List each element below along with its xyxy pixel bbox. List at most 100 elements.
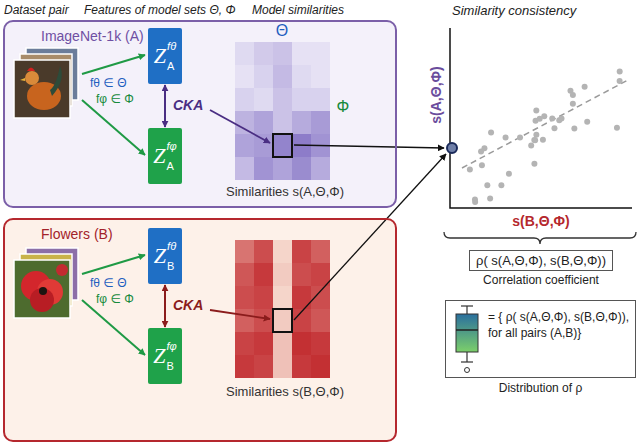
heatmap-cell bbox=[254, 355, 273, 378]
scatter-point bbox=[484, 182, 490, 188]
heatmap-cell bbox=[235, 332, 254, 355]
heatmap-cell bbox=[254, 88, 273, 111]
highlight-cell bbox=[273, 309, 292, 332]
heatmap-label: Similarities s(A,Θ,Φ) bbox=[226, 184, 344, 199]
scatter-point bbox=[528, 142, 534, 148]
subscript: B bbox=[167, 361, 177, 372]
column-heading: Similarity consistency bbox=[452, 3, 576, 18]
formula: ρ( s(A,Θ,Φ), s(B,Θ,Φ)) bbox=[476, 253, 606, 268]
heatmap-grid bbox=[235, 42, 330, 180]
heatmap-cell bbox=[235, 88, 254, 111]
feature-matrix: ZfφB bbox=[148, 328, 182, 384]
dataset-panel: Flowers (B)ZfθBZfφBSimilarities s(B,Θ,Φ) bbox=[3, 218, 397, 442]
heatmap-cell bbox=[292, 88, 311, 111]
heatmap-cell bbox=[273, 111, 292, 134]
heatmap-label: Θ bbox=[276, 22, 288, 40]
matrix-symbol: Z bbox=[154, 243, 166, 269]
heatmap-cell bbox=[292, 65, 311, 88]
superscript: fθ bbox=[167, 41, 176, 52]
scatter-point bbox=[533, 107, 539, 113]
subscript: A bbox=[167, 161, 177, 172]
heatmap-cell bbox=[273, 332, 292, 355]
scatter-point bbox=[481, 145, 487, 151]
whisker bbox=[461, 361, 473, 362]
dataset-panel: ImageNet-1k (A)ZfθAZfφAΘΦSimilarities s(… bbox=[3, 20, 397, 208]
heatmap-cell bbox=[254, 157, 273, 180]
scatter-point bbox=[479, 162, 485, 168]
panel-ground bbox=[4, 219, 396, 441]
heatmap-cell bbox=[235, 286, 254, 309]
heatmap-cell bbox=[311, 263, 330, 286]
matrix-symbol: Z bbox=[153, 343, 165, 369]
heatmap-cell bbox=[254, 309, 273, 332]
scatter-point bbox=[570, 92, 576, 98]
scatter-point bbox=[533, 132, 539, 138]
bracket bbox=[444, 232, 636, 244]
heatmap-cell bbox=[273, 134, 292, 157]
heatmap-label: Similarities s(B,Θ,Φ) bbox=[226, 384, 344, 399]
edge-label: CKA bbox=[173, 297, 203, 313]
leader-arrow bbox=[294, 154, 446, 320]
heatmap-cell bbox=[273, 42, 292, 65]
scatter-point bbox=[487, 196, 493, 202]
scatter-point bbox=[531, 161, 537, 167]
heatmap-cell bbox=[311, 65, 330, 88]
axis-label: s(A,Θ,Φ) bbox=[428, 66, 444, 123]
similarity-arrow bbox=[164, 85, 166, 127]
image-stack bbox=[14, 248, 78, 318]
heatmap-cell bbox=[292, 157, 311, 180]
leader-arrow bbox=[210, 110, 270, 143]
heatmap-cell bbox=[311, 42, 330, 65]
matrix-symbol: Z bbox=[154, 43, 166, 69]
heatmap-cell bbox=[292, 332, 311, 355]
petal bbox=[30, 288, 54, 312]
heatmap-cell bbox=[273, 240, 292, 263]
heatmap-grid bbox=[235, 240, 330, 378]
heatmap-cell bbox=[311, 332, 330, 355]
highlight-point bbox=[447, 143, 457, 153]
feature-arrow bbox=[82, 100, 145, 155]
similarity-arrow bbox=[164, 285, 166, 327]
box bbox=[456, 314, 478, 352]
heatmap-cell bbox=[273, 157, 292, 180]
heatmap-cell bbox=[235, 134, 254, 157]
scatter-point bbox=[571, 125, 577, 131]
scatter-point bbox=[549, 115, 555, 121]
plot-axes bbox=[450, 28, 632, 208]
scatter-point bbox=[517, 135, 523, 141]
formula: = { ρ( s(A,Θ,Φ), s(B,Θ,Φ)), for all pair… bbox=[488, 309, 629, 341]
superscript: fφ bbox=[167, 341, 177, 352]
edge-label: CKA bbox=[173, 97, 203, 113]
heatmap-cell bbox=[273, 355, 292, 378]
scatter-point bbox=[551, 125, 557, 131]
image-stack bbox=[14, 48, 78, 118]
heatmap-cell bbox=[235, 111, 254, 134]
heatmap-cell bbox=[235, 355, 254, 378]
scatter-point bbox=[506, 171, 512, 177]
feature-matrix: ZfθB bbox=[148, 228, 182, 284]
heatmap-cell bbox=[254, 111, 273, 134]
dataset-name: ImageNet-1k (A) bbox=[41, 28, 144, 44]
rooster-head bbox=[25, 71, 39, 85]
heatmap-cell bbox=[311, 309, 330, 332]
heatmap-cell bbox=[292, 111, 311, 134]
arrow-label: fφ ∈ Φ bbox=[96, 292, 134, 306]
correlation-box: ρ( s(A,Θ,Φ), s(B,Θ,Φ))Correlation coeffi… bbox=[469, 250, 613, 271]
rooster-comb bbox=[27, 68, 35, 72]
heatmap-cell bbox=[254, 263, 273, 286]
scatter-point bbox=[503, 135, 509, 141]
column-heading: Features of model sets Θ, Φ bbox=[84, 3, 235, 17]
column-heading: Dataset pair bbox=[4, 3, 69, 17]
boxplot-icon bbox=[456, 306, 478, 373]
scatter-point bbox=[558, 115, 564, 121]
trend-line bbox=[462, 80, 628, 168]
outlier bbox=[465, 368, 470, 373]
caption-text: Distribution of ρ bbox=[499, 380, 583, 396]
scatter-point bbox=[532, 137, 538, 143]
dataset-name: Flowers (B) bbox=[41, 226, 113, 242]
caption-text: Correlation coefficient bbox=[483, 273, 599, 287]
panel-ground bbox=[4, 21, 396, 207]
distribution-box: = { ρ( s(A,Θ,Φ), s(B,Θ,Φ)), for all pair… bbox=[445, 300, 636, 378]
column-heading: Model similarities bbox=[252, 3, 344, 17]
heatmap-cell bbox=[311, 88, 330, 111]
